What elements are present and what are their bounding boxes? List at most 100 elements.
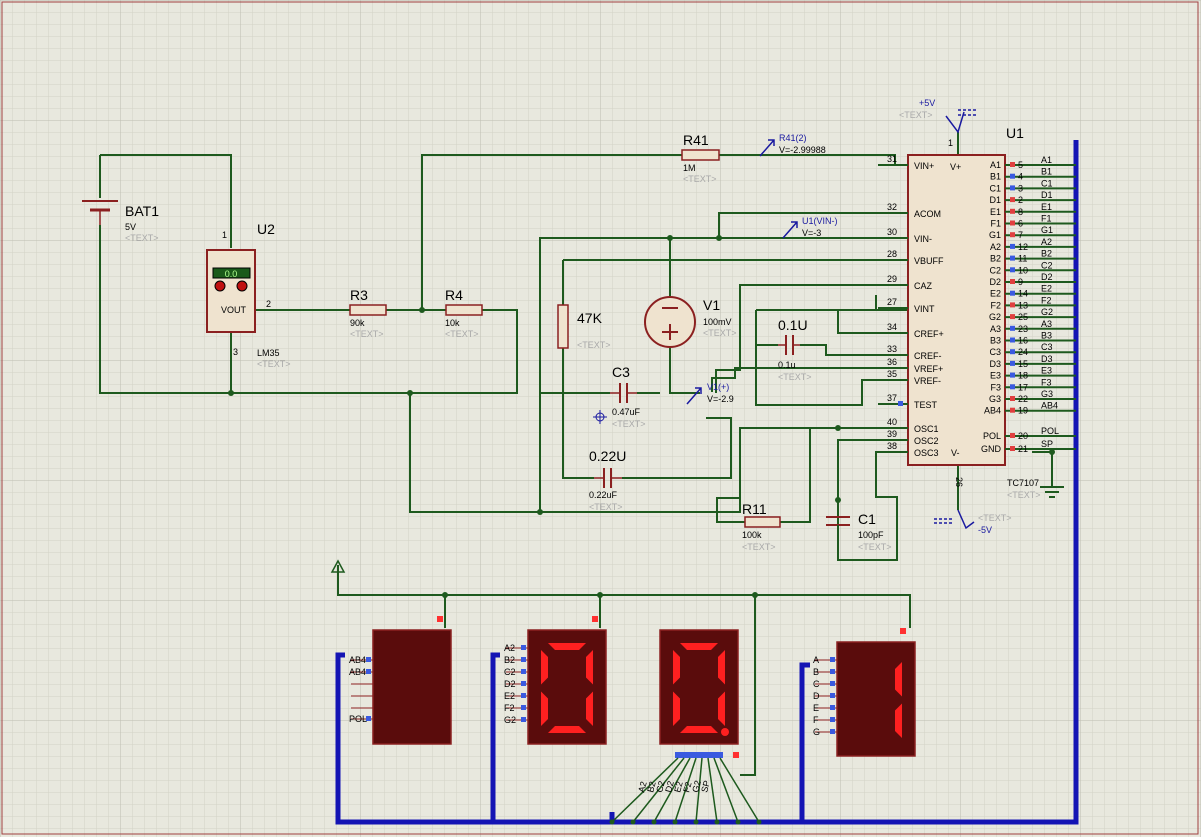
- c01-value: 0.1u: [778, 360, 796, 370]
- resistor-r11[interactable]: R11 100k <TEXT>: [742, 501, 781, 552]
- u1-right-net-label: B1: [1041, 167, 1052, 177]
- u1-left-pins: 31VIN+32ACOM30VIN-28VBUFF29CAZ27VINT34CR…: [878, 154, 944, 458]
- u1-left-pin-num: 31: [887, 154, 897, 164]
- u1-right-pin-num: 25: [1018, 312, 1028, 322]
- display-3-bus-label: E2: [672, 780, 685, 793]
- u1-right-pin-num: 2: [1018, 195, 1023, 205]
- u1-right-pin-name: B2: [990, 254, 1001, 264]
- u2-pin1: 1: [222, 230, 227, 240]
- u1-right-net-label: A2: [1041, 237, 1052, 247]
- u1-right-net-label: F1: [1041, 214, 1052, 224]
- capacitor-0-1u[interactable]: 0.1U 0.1u <TEXT>: [778, 317, 812, 382]
- u1-left-pin-name: VBUFF: [914, 256, 944, 266]
- display-pin-label: B2: [504, 655, 515, 665]
- capacitor-c1[interactable]: C1 100pF <TEXT>: [826, 511, 892, 560]
- power-vee-terminal[interactable]: <TEXT> -5V: [934, 509, 1012, 535]
- lm35-up-button[interactable]: [236, 280, 248, 292]
- u1-right-pin-name: POL: [983, 431, 1001, 441]
- segment-c: [895, 703, 902, 738]
- u1-left-pin-name: VIN-: [914, 234, 932, 244]
- display-3-bus-label: SP: [699, 779, 712, 793]
- resistor-r41[interactable]: R41 1M <TEXT>: [681, 132, 720, 184]
- u1-right-pin-name: G2: [989, 312, 1001, 322]
- u1-right-pin-num: 19: [1018, 406, 1028, 416]
- junction-dots: [228, 235, 1055, 598]
- u1-right-net-label: C2: [1041, 260, 1053, 270]
- display-pin-label: E2: [504, 691, 515, 701]
- r11-value: 100k: [742, 530, 762, 540]
- r47k-ref: 47K: [577, 310, 603, 326]
- u1-right-pin-num: 12: [1018, 242, 1028, 252]
- display-3-bus-label: C2: [654, 780, 667, 794]
- c1-value: 100pF: [858, 530, 884, 540]
- display-pin-label: D2: [504, 679, 516, 689]
- u1-right-pin-num: 15: [1018, 359, 1028, 369]
- segment-c: [431, 691, 438, 726]
- u1-left-pin-name: CREF+: [914, 329, 944, 339]
- vee-text: <TEXT>: [978, 513, 1012, 523]
- display-pin-label: F: [813, 715, 819, 725]
- segment-f: [850, 662, 857, 697]
- u1-right-pin-num: 4: [1018, 172, 1023, 182]
- segment-f: [541, 650, 548, 685]
- u1-right-net-label: E3: [1041, 366, 1052, 376]
- segment-b: [431, 650, 438, 685]
- segment-c: [718, 691, 725, 726]
- display-pin-label: D: [813, 691, 820, 701]
- u1-right-net-label: F3: [1041, 377, 1052, 387]
- probe-r41[interactable]: R41(2) V=-2.99988: [759, 133, 826, 157]
- c1-ref: C1: [858, 511, 876, 527]
- battery-bat1[interactable]: BAT1 5V <TEXT>: [82, 200, 159, 243]
- probe-u1-vin[interactable]: U1(VIN-) V=-3: [782, 216, 838, 239]
- u1-right-pin-num: 3: [1018, 183, 1023, 193]
- capacitor-c3[interactable]: C3 0.47uF <TEXT>: [593, 364, 646, 429]
- u1-left-pin-name: OSC2: [914, 436, 939, 446]
- u1-right-pin-name: F3: [990, 382, 1001, 392]
- segment-f: [673, 650, 680, 685]
- segment-g: [680, 684, 718, 692]
- c01-ref: 0.1U: [778, 317, 808, 333]
- u1-right-net-label: B2: [1041, 249, 1052, 259]
- display-pin-label: A: [813, 655, 819, 665]
- u1-left-pin-name: VIN+: [914, 161, 934, 171]
- display-pin-label: G: [813, 727, 820, 737]
- r41-ref: R41: [683, 132, 709, 148]
- u1-right-net-label: D3: [1041, 354, 1053, 364]
- u1-right-net-label: C1: [1041, 178, 1053, 188]
- u1-right-net-label: E2: [1041, 284, 1052, 294]
- u1-left-pin-num: 27: [887, 297, 897, 307]
- power-vcc-terminal[interactable]: +5V <TEXT>: [899, 98, 978, 134]
- probe-u1vin-name: U1(VIN-): [802, 216, 838, 226]
- resistor-47k[interactable]: 47K <TEXT>: [557, 304, 611, 350]
- segment-d: [680, 726, 718, 733]
- probe-v1[interactable]: V1(+) V=-2.9: [686, 382, 734, 405]
- u1-text: <TEXT>: [1007, 490, 1041, 500]
- c3-text: <TEXT>: [612, 419, 646, 429]
- display-pin-label: F2: [504, 703, 515, 713]
- resistor-r4[interactable]: R4 10k <TEXT>: [445, 287, 483, 339]
- u1-right-net-label: SP: [1041, 439, 1053, 449]
- v1-value: 100mV: [703, 317, 732, 327]
- display-3-bus-label: A2: [636, 780, 649, 793]
- capacitor-0-22u[interactable]: 0.22U 0.22uF <TEXT>: [589, 448, 626, 512]
- resistor-r3[interactable]: R3 90k <TEXT>: [349, 287, 387, 339]
- u1-right-pin-name: C1: [989, 183, 1001, 193]
- voltage-source-v1[interactable]: V1 100mV <TEXT>: [644, 296, 737, 348]
- u2-pin3: 3: [233, 347, 238, 357]
- sensor-u2-lm35[interactable]: 0.0 U2 VOUT 1 2 3 LM35 <TEXT>: [206, 221, 291, 369]
- ic-u1-tc7107[interactable]: U1 V+ V- 1 26 TC7107 <TEXT> 31VIN+32ACOM…: [878, 125, 1076, 500]
- r41-value: 1M: [683, 163, 696, 173]
- lm35-down-button[interactable]: [214, 280, 226, 292]
- u1-right-net-label: G3: [1041, 389, 1053, 399]
- segment-g: [393, 684, 431, 692]
- segment-a: [548, 643, 586, 650]
- display-3-decimal-point: [721, 728, 729, 736]
- segment-g: [548, 684, 586, 692]
- bat1-text: <TEXT>: [125, 233, 159, 243]
